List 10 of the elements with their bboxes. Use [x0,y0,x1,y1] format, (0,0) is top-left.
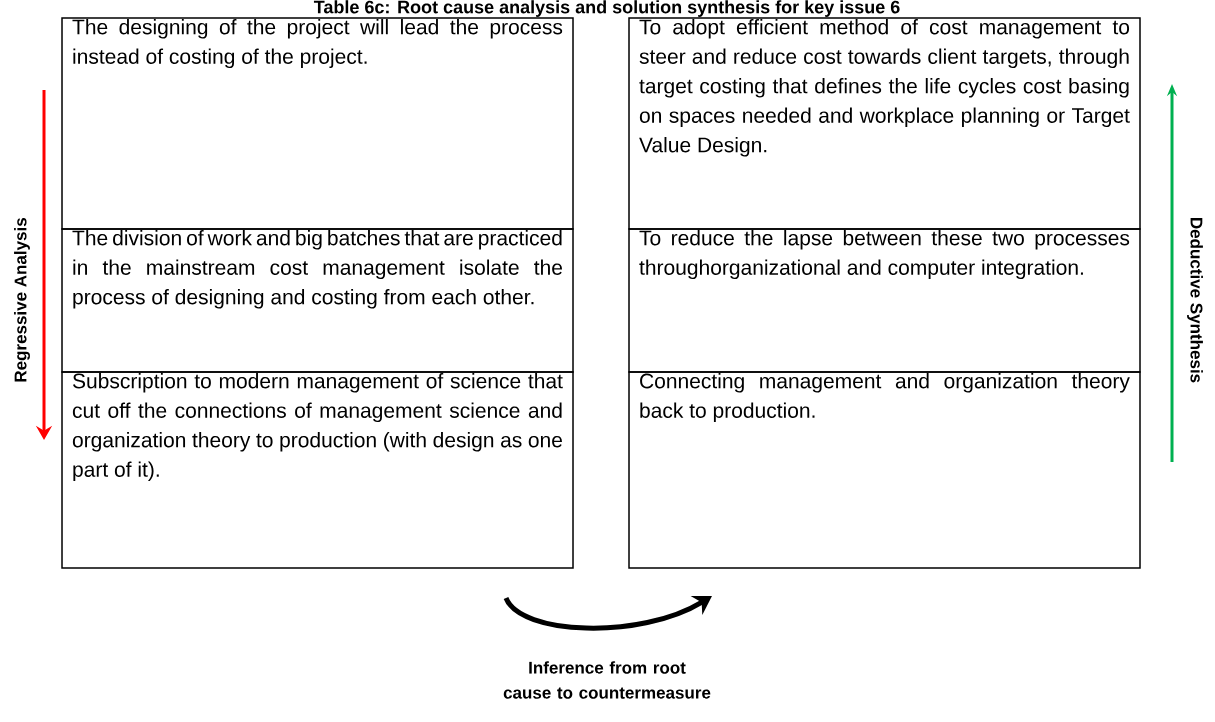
caption: Inference from root cause to countermeasure [503,661,711,699]
axis-label: Deductive Synthesis [1187,218,1203,383]
axis-label: Regressive Analysis [14,218,30,382]
table-cell: Subscription to modern management of science that cut off the connections of management science and organization theory to production (with design as one part of it). [61,371,574,569]
table-cell: To reduce the lapse between these two processes throughorganizational and computer integration. [628,228,1141,373]
title: Table 6c: Root cause analysis and solution synthesis for key issue 6 [313,0,900,17]
table-cell: To adopt efficient method of cost management to steer and reduce cost towards client targets, through target costing that defines the life cycles cost basing on spaces needed and workplace planning or Target Value Design. [628,17,1141,230]
table-cell: The division of work and big batches that are practiced in the mainstream cost management isolate the process of designing and costing from each other. [61,228,574,373]
table-cell: Connecting management and organization theory back to production. [628,371,1141,569]
table-cell: The designing of the project will lead the process instead of costing of the project. [61,17,574,230]
